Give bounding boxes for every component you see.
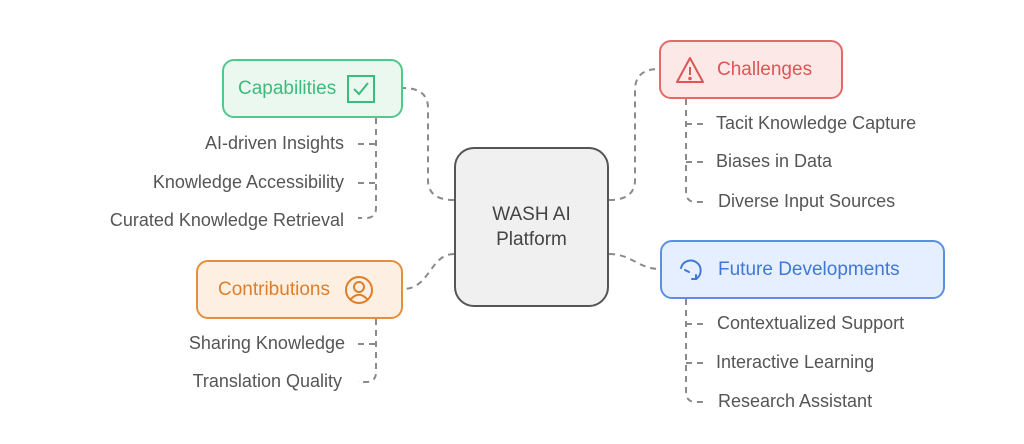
link-center-challenges [608,68,660,201]
leaf-sharing-knowledge[interactable]: Sharing Knowledge [188,333,345,353]
branch-label: Capabilities [238,77,337,99]
link-future-leaves [685,299,704,403]
leaf-knowledge-accessibility[interactable]: Knowledge Accessibility [152,172,344,192]
leaf-curated-knowledge-retrieval[interactable]: Curated Knowledge Retrieval [109,210,344,230]
branch-future-developments[interactable]: Future Developments [660,240,945,299]
user-circle-icon [344,275,374,305]
link-center-contributions [402,253,455,290]
branch-label: Contributions [218,278,330,300]
branch-label: Challenges [717,58,813,80]
leaf-tacit-knowledge-capture[interactable]: Tacit Knowledge Capture [716,113,917,133]
leaf-ai-driven-insights[interactable]: AI-driven Insights [204,133,344,153]
branch-capabilities[interactable]: Capabilities [222,59,403,118]
rotate-arrow-icon [676,255,706,285]
leaf-biases-in-data[interactable]: Biases in Data [716,151,833,171]
leaf-interactive-learning[interactable]: Interactive Learning [716,352,875,372]
branch-contributions[interactable]: Contributions [196,260,403,319]
branch-challenges[interactable]: Challenges [659,40,843,99]
central-node-line2: Platform [496,229,567,250]
warning-icon [675,55,705,85]
leaf-diverse-input-sources[interactable]: Diverse Input Sources [718,191,896,211]
leaf-contextualized-support[interactable]: Contextualized Support [717,313,905,333]
link-center-capabilities [402,87,455,201]
link-contributions-leaves [358,319,377,383]
leaf-translation-quality[interactable]: Translation Quality [192,371,342,391]
link-center-future [608,253,661,270]
central-node[interactable]: WASH AI Platform [454,147,609,307]
central-node-line1: WASH AI [492,204,571,225]
link-challenges-leaves [685,99,704,203]
link-capabilities-leaves [358,118,377,219]
checkbox-icon [346,74,376,104]
branch-label: Future Developments [718,258,900,280]
leaf-research-assistant[interactable]: Research Assistant [718,391,873,411]
